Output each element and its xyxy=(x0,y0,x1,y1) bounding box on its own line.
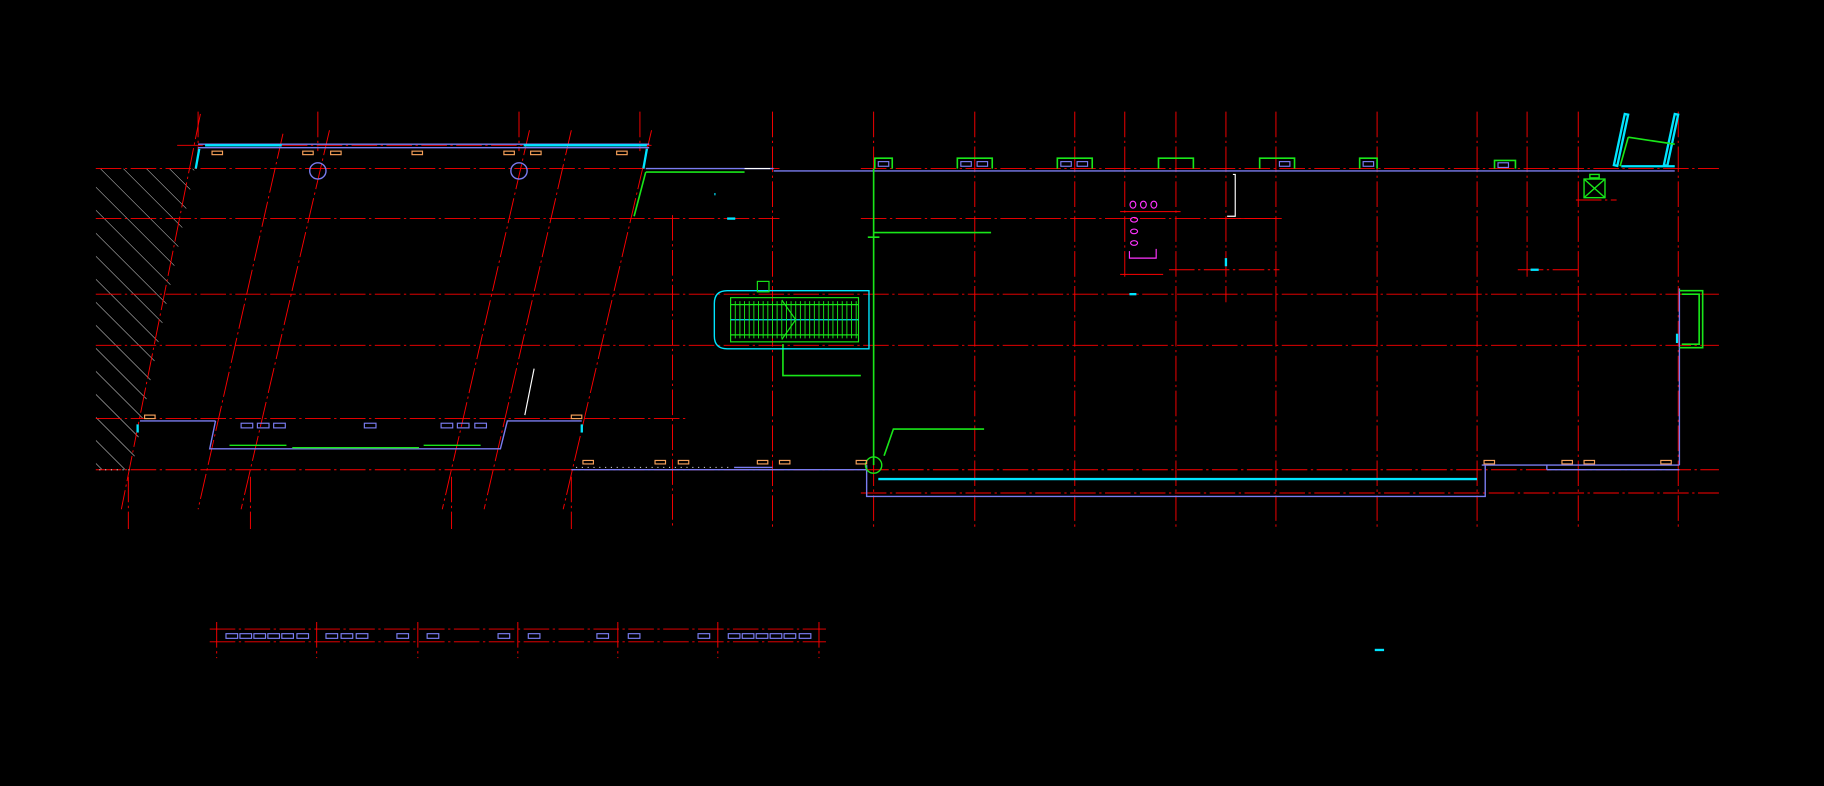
strip-fixture-box xyxy=(281,633,295,639)
strip-fixture-box xyxy=(239,633,253,639)
strip-fixture-box xyxy=(225,633,239,639)
wall-outlines xyxy=(139,143,1681,498)
window-frames xyxy=(144,150,1672,465)
magenta-fixtures xyxy=(1128,200,1158,259)
misc-details xyxy=(524,168,1236,416)
hatched-wall-region xyxy=(95,168,195,470)
strip-fixture-box xyxy=(769,633,783,639)
cyan-elements xyxy=(194,112,1680,481)
strip-fixture-box xyxy=(741,633,755,639)
strip-fixture-box xyxy=(497,633,511,639)
column-marker-icon xyxy=(309,162,327,180)
strip-fixture-box xyxy=(798,633,812,639)
fixture-boxes xyxy=(240,422,488,429)
escalator-icon xyxy=(713,280,870,350)
strip-fixture-box xyxy=(727,633,741,639)
strip-fixture-box xyxy=(340,633,354,639)
strip-fixture-box xyxy=(396,633,410,639)
strip-fixture-box xyxy=(325,633,339,639)
strip-fixture-box xyxy=(697,633,711,639)
strip-fixture-box xyxy=(355,633,369,639)
strip-fixture-box xyxy=(527,633,541,639)
grid-ticks xyxy=(1120,211,1282,275)
detail-strip xyxy=(225,633,812,639)
column-markers xyxy=(309,162,883,474)
cyan-markers xyxy=(136,193,1679,652)
strip-fixture-box xyxy=(267,633,281,639)
column-marker-icon xyxy=(510,162,528,180)
strip-fixture-box xyxy=(426,633,440,639)
strip-fixture-box xyxy=(296,633,310,639)
strip-fixture-box xyxy=(783,633,797,639)
bay-fixtures xyxy=(877,161,1510,169)
green-structure xyxy=(633,136,1704,466)
shaft-box-icon xyxy=(1583,173,1606,199)
strip-fixture-box xyxy=(596,633,610,639)
strip-fixture-box xyxy=(755,633,769,639)
green-sills xyxy=(229,444,481,449)
strip-fixture-box xyxy=(253,633,267,639)
axis-grid xyxy=(95,111,1719,659)
strip-fixture-box xyxy=(627,633,641,639)
